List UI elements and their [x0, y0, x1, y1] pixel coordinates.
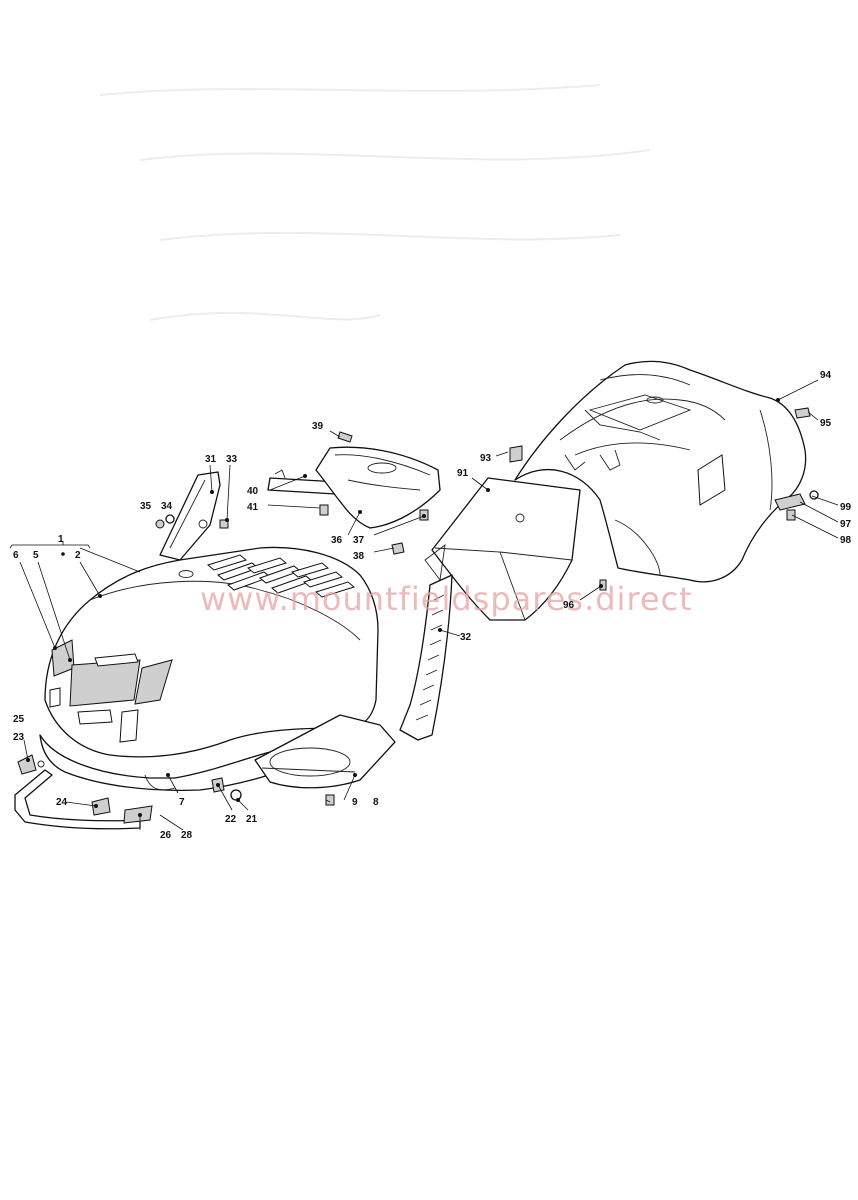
- callout-labels: 1 2 5 6 7 8 9 21 22 23 24 25 26 28 31 32…: [13, 370, 852, 841]
- callout-23: 23: [13, 732, 25, 743]
- footplate: [254, 714, 396, 789]
- callout-8: 8: [373, 797, 379, 808]
- callout-34: 34: [161, 501, 173, 512]
- callout-31: 31: [205, 454, 217, 465]
- callout-9: 9: [352, 797, 358, 808]
- group-bracket-1: [9, 541, 91, 549]
- callout-21: 21: [246, 814, 258, 825]
- watermark-text: www.mountfieldspares.direct: [200, 580, 693, 618]
- callout-24: 24: [56, 797, 68, 808]
- callout-97: 97: [840, 519, 852, 530]
- side-rail: [399, 574, 453, 741]
- callout-33: 33: [226, 454, 238, 465]
- callout-38: 38: [353, 551, 365, 562]
- callout-1: 1: [58, 534, 64, 545]
- leader-dots: [26, 398, 780, 817]
- rear-mud-flap: [424, 477, 581, 621]
- dash-console: [315, 446, 441, 529]
- faint-background: [99, 84, 651, 321]
- callout-25: 25: [13, 714, 25, 725]
- callout-40: 40: [247, 486, 259, 497]
- callout-32: 32: [460, 632, 472, 643]
- callout-22: 22: [225, 814, 237, 825]
- callout-39: 39: [312, 421, 324, 432]
- callout-6: 6: [13, 550, 19, 561]
- rear-fender-body: [514, 360, 807, 583]
- callout-37: 37: [353, 535, 365, 546]
- hardware: [17, 407, 819, 806]
- bonnet-hood: [39, 546, 379, 791]
- leader-lines: [19, 379, 839, 831]
- callout-2: 2: [75, 550, 81, 561]
- callout-7: 7: [179, 797, 185, 808]
- callout-98: 98: [840, 535, 852, 546]
- callout-36: 36: [331, 535, 343, 546]
- callout-28: 28: [181, 830, 193, 841]
- callout-93: 93: [480, 453, 492, 464]
- callout-35: 35: [140, 501, 152, 512]
- callout-26: 26: [160, 830, 172, 841]
- callout-5: 5: [33, 550, 39, 561]
- callout-95: 95: [820, 418, 832, 429]
- callout-94: 94: [820, 370, 832, 381]
- callout-41: 41: [247, 502, 259, 513]
- callout-99: 99: [840, 502, 852, 513]
- callout-91: 91: [457, 468, 469, 479]
- callout-96: 96: [563, 600, 575, 611]
